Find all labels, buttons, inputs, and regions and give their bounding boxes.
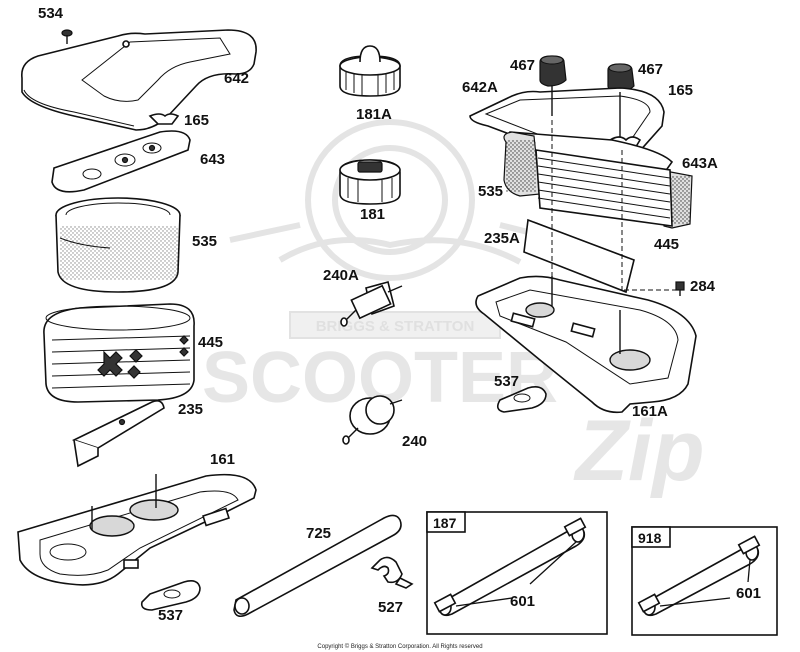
label-445-right: 445 xyxy=(654,236,679,253)
label-467-right: 467 xyxy=(638,61,663,78)
box-918 xyxy=(631,526,778,636)
guide-lines xyxy=(551,120,676,320)
part-181-fuel-cap xyxy=(339,159,401,205)
label-240A: 240A xyxy=(323,267,359,284)
label-161A: 161A xyxy=(632,403,668,420)
label-161: 161 xyxy=(210,451,235,468)
part-165-wingnut-left xyxy=(148,113,180,125)
part-535-precleaner-left xyxy=(55,197,181,293)
part-642-cover xyxy=(21,29,257,131)
label-643A: 643A xyxy=(682,155,718,172)
label-235A: 235A xyxy=(484,230,520,247)
part-534-screw xyxy=(61,29,73,44)
part-235A-bracket xyxy=(523,218,635,294)
label-181A: 181A xyxy=(356,106,392,123)
label-642: 642 xyxy=(224,70,249,87)
watermark-zip: Zip xyxy=(573,403,705,499)
label-445-left: 445 xyxy=(198,334,223,351)
label-181: 181 xyxy=(360,206,385,223)
part-725-tube xyxy=(233,514,402,618)
label-535-left: 535 xyxy=(192,233,217,250)
label-535-right: 535 xyxy=(478,183,503,200)
part-537-gasket-right xyxy=(496,386,547,413)
label-537-left: 537 xyxy=(158,607,183,624)
part-445-filter-right xyxy=(535,149,673,227)
part-527-clamp xyxy=(370,556,414,589)
label-467-left: 467 xyxy=(510,57,535,74)
leader-lines xyxy=(455,541,751,607)
label-527: 527 xyxy=(378,599,403,616)
label-534: 534 xyxy=(38,5,64,22)
part-643-plate xyxy=(51,130,191,193)
label-601-box-918: 601 xyxy=(736,585,761,602)
label-643: 643 xyxy=(200,151,225,168)
label-537-right: 537 xyxy=(494,373,519,390)
part-467-knob-left xyxy=(539,55,567,87)
label-165-right: 165 xyxy=(668,82,693,99)
part-240-fuel-filter xyxy=(342,395,403,445)
copyright-notice: Copyright © Briggs & Stratton Corporatio… xyxy=(317,643,482,650)
part-537-gasket-left xyxy=(140,580,201,611)
label-187: 187 xyxy=(433,515,457,531)
part-445-filter-left xyxy=(43,303,195,403)
label-918: 918 xyxy=(638,530,662,546)
part-235-bracket xyxy=(71,400,165,468)
label-165-left: 165 xyxy=(184,112,209,129)
part-161-base xyxy=(17,473,257,586)
label-284: 284 xyxy=(690,278,716,295)
box-187 xyxy=(426,511,608,635)
part-labels: 534 642 165 643 535 445 235 161 537 181A… xyxy=(38,5,761,624)
label-642A: 642A xyxy=(462,79,498,96)
label-240: 240 xyxy=(402,433,427,450)
part-240A-fuel-filter xyxy=(340,281,403,327)
watermark-band: BRIGGS & STRATTON xyxy=(316,318,475,335)
part-284-screw xyxy=(675,281,685,296)
part-181A-fuel-cap xyxy=(339,45,401,97)
label-725: 725 xyxy=(306,525,331,542)
label-601-box-187: 601 xyxy=(510,593,535,610)
part-161A-base xyxy=(475,275,697,414)
label-235: 235 xyxy=(178,401,203,418)
